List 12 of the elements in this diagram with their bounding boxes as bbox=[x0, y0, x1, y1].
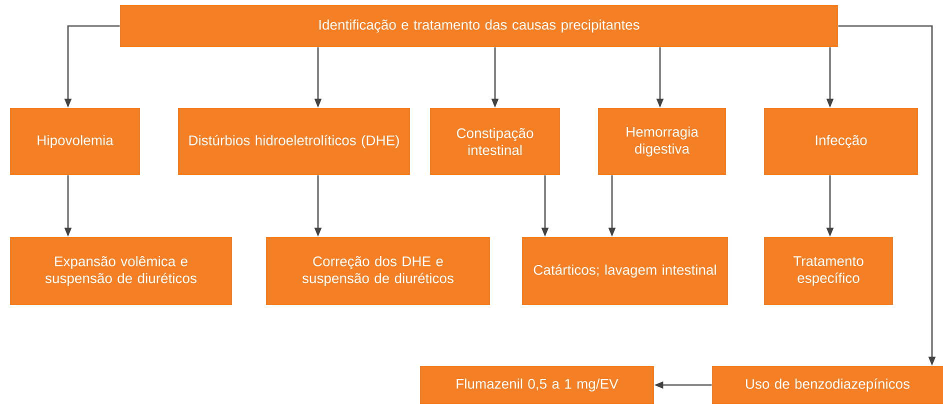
process-box: Tratamento específico bbox=[764, 237, 893, 305]
process-box: Hemorragia digestiva bbox=[598, 108, 726, 175]
process-box: Correção dos DHE e suspensão de diuréticos bbox=[266, 237, 490, 305]
process-box: Hipovolemia bbox=[10, 108, 140, 175]
process-box: Constipação intestinal bbox=[430, 108, 560, 175]
process-box: Identificação e tratamento das causas precipitantes bbox=[120, 5, 838, 47]
process-box: Uso de benzodiazepínicos bbox=[712, 366, 943, 404]
process-box: Infecção bbox=[764, 108, 918, 175]
process-box: Flumazenil 0,5 a 1 mg/EV bbox=[420, 366, 654, 404]
process-box: Catárticos; lavagem intestinal bbox=[522, 237, 728, 305]
process-box: Expansão volêmica e suspensão de diuréticos bbox=[10, 237, 232, 305]
process-box: Distúrbios hidroeletrolíticos (DHE) bbox=[178, 108, 410, 175]
